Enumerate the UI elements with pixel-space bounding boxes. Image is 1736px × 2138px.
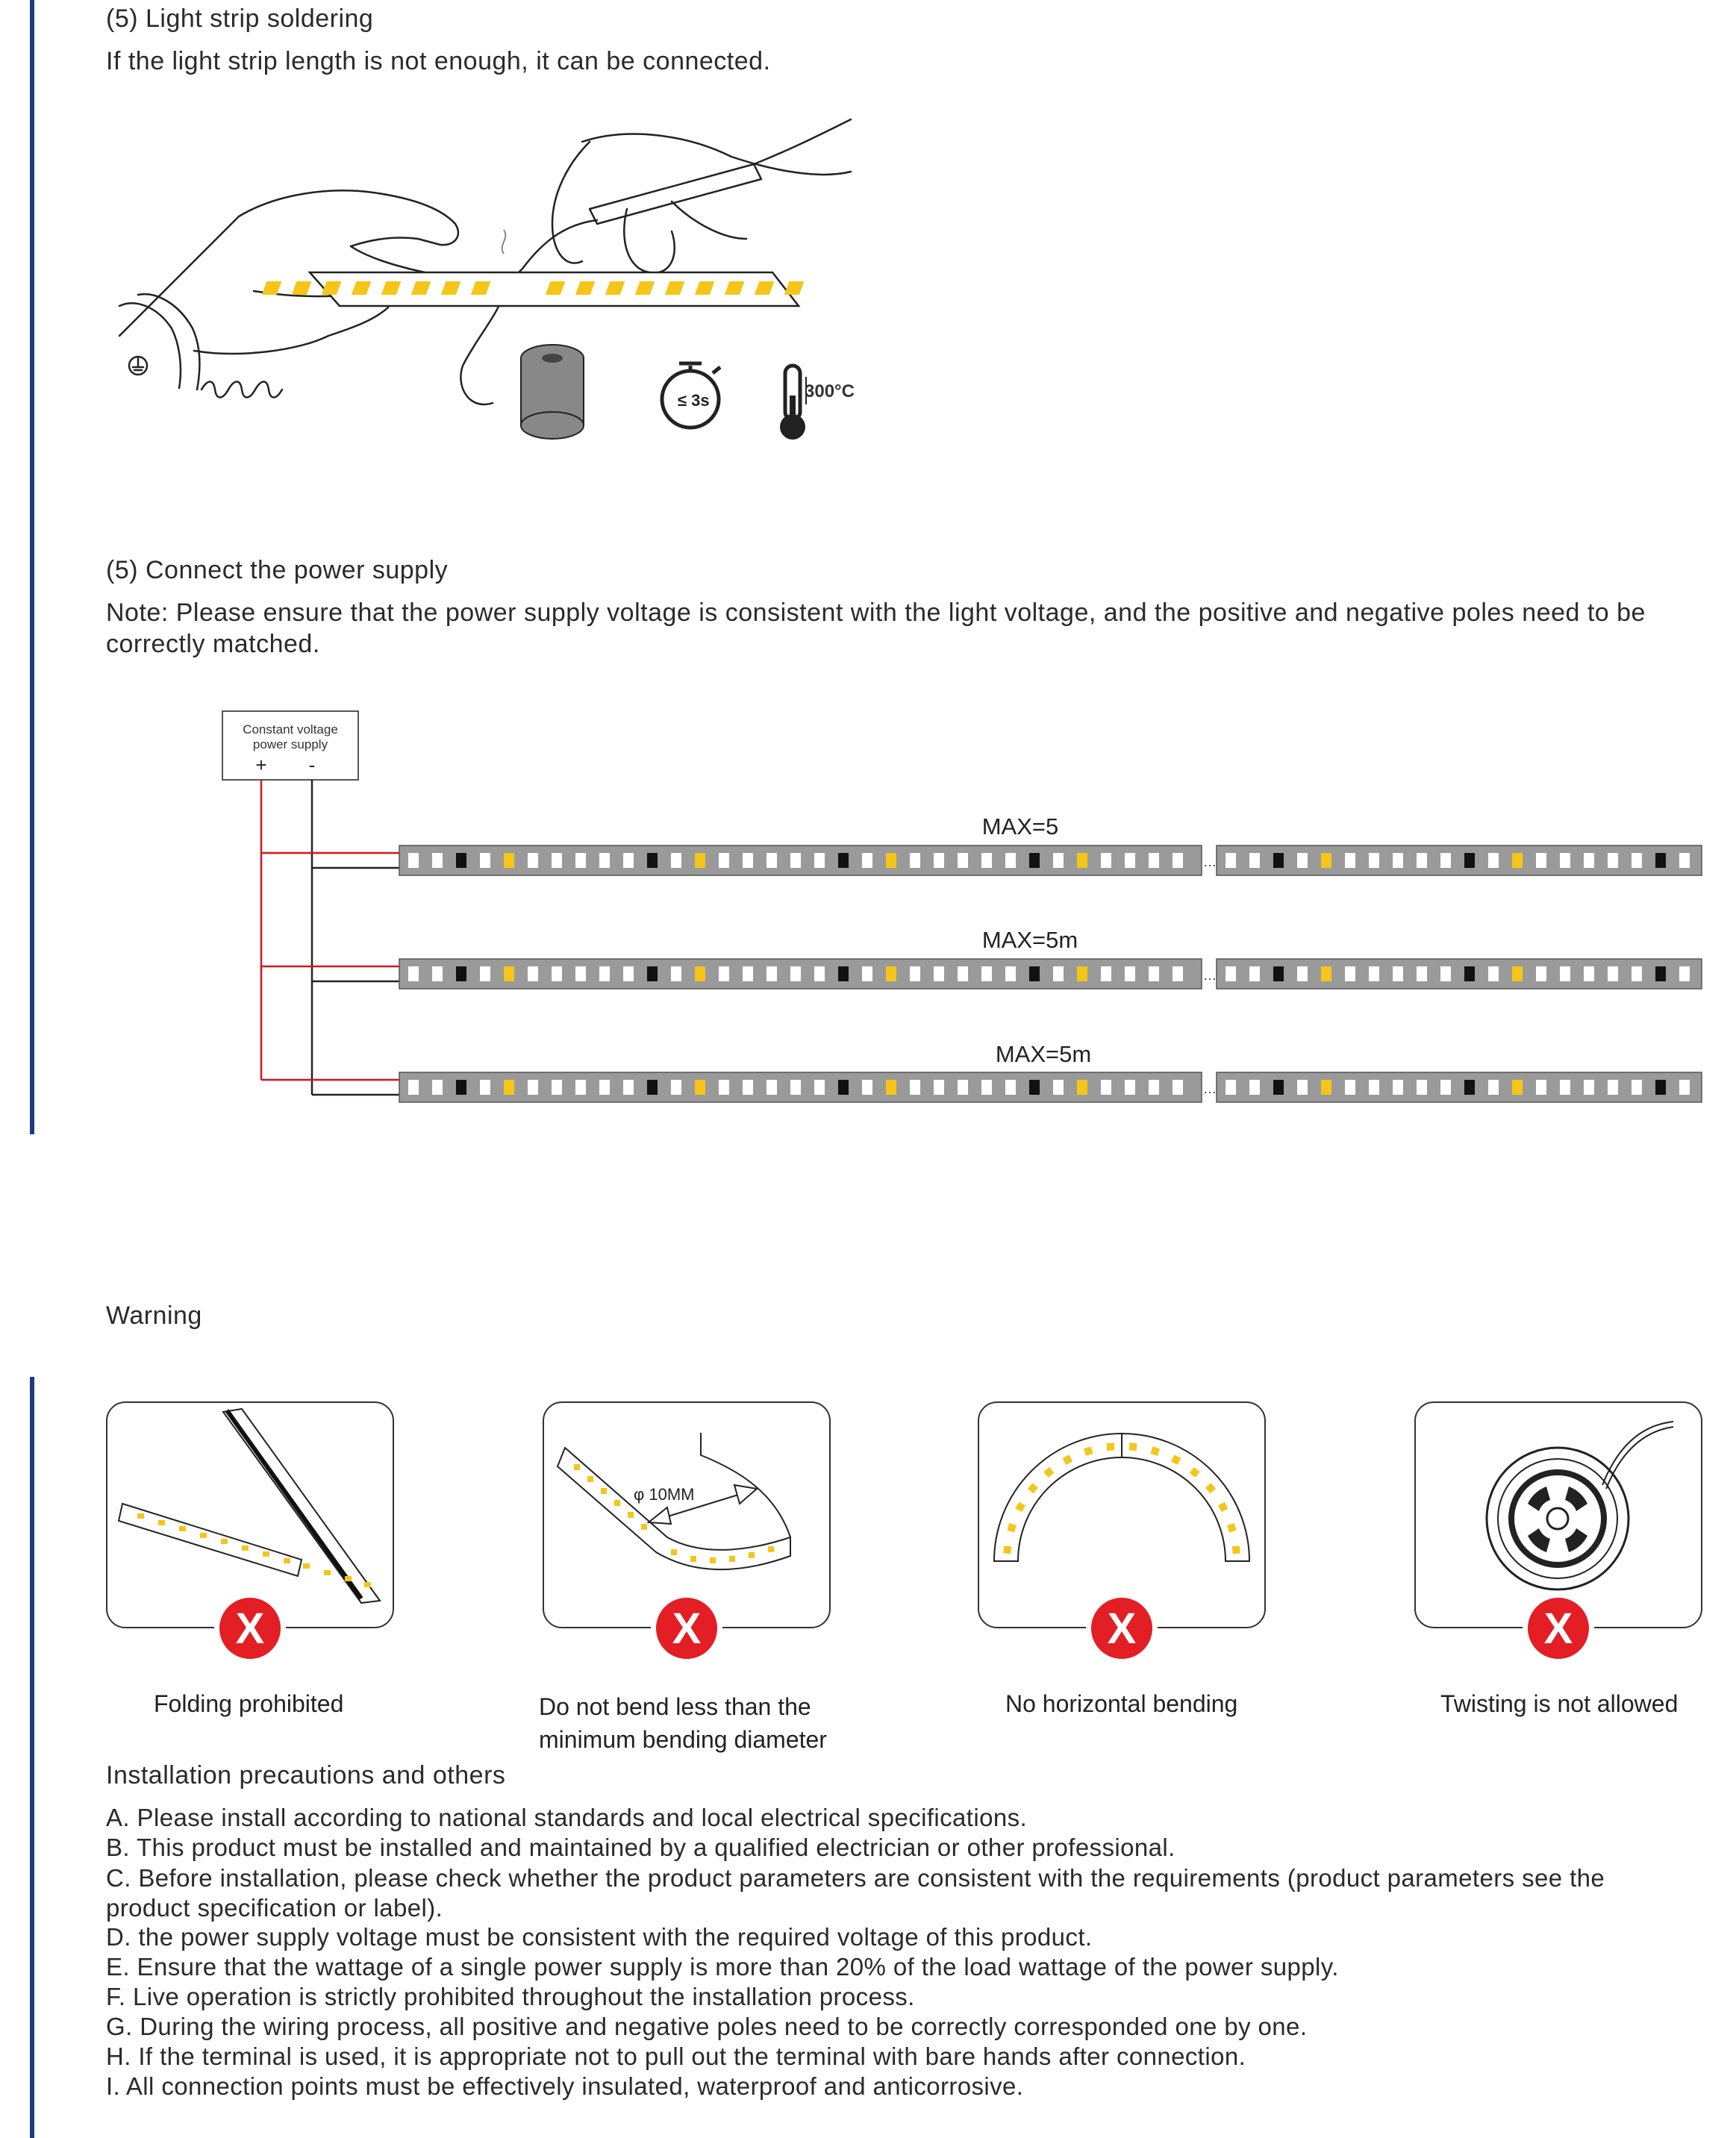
svg-text:…: … bbox=[1203, 854, 1217, 869]
warning-card-twisting bbox=[1414, 1401, 1702, 1628]
precaution-item: H. If the terminal is used, it is approp… bbox=[106, 2042, 1246, 2070]
precaution-item: G. During the wiring process, all positi… bbox=[106, 2013, 1308, 2040]
reel-illustration bbox=[1485, 1421, 1674, 1591]
strip-label-2: MAX=5m bbox=[982, 927, 1078, 953]
strip-label-3: MAX=5m bbox=[996, 1041, 1091, 1067]
arc-led bbox=[1027, 1483, 1038, 1494]
caption-folding: Folding prohibited bbox=[154, 1690, 344, 1717]
soldering-text: If the light strip length is not enough,… bbox=[106, 47, 771, 75]
power-heading: (5) Connect the power supply bbox=[106, 556, 449, 584]
led-strip: … bbox=[399, 958, 1702, 990]
precaution-item: E. Ensure that the wattage of a single p… bbox=[106, 1953, 1339, 1981]
arc-led bbox=[1218, 1501, 1228, 1513]
warning-heading: Warning bbox=[106, 1301, 202, 1330]
psu-label-2: power supply bbox=[253, 737, 328, 751]
precautions-heading: Installation precautions and others bbox=[106, 1761, 506, 1790]
diameter-label: φ 10MM bbox=[634, 1485, 695, 1504]
precaution-item: A. Please install according to national … bbox=[106, 1804, 1028, 1831]
psu-label-1: Constant voltage bbox=[243, 722, 338, 737]
svg-text:…: … bbox=[1203, 1081, 1217, 1096]
precaution-item: I. All connection points must be effecti… bbox=[106, 2072, 1024, 2100]
caption-twisting: Twisting is not allowed bbox=[1440, 1690, 1679, 1717]
arc-led bbox=[1084, 1446, 1093, 1456]
folding-illustration bbox=[117, 1407, 381, 1604]
wiring-diagram: Constant voltage power supply + - … … … MA… bbox=[222, 710, 1702, 1103]
arc-led bbox=[1062, 1454, 1073, 1465]
temperature-label: 300°C bbox=[805, 381, 855, 401]
soldering-heading: (5) Light strip soldering bbox=[106, 4, 374, 33]
svg-text:…: … bbox=[1203, 968, 1217, 983]
accent-bar-top bbox=[30, 0, 34, 1134]
arc-led bbox=[1003, 1545, 1012, 1554]
precaution-item: F. Live operation is strictly prohibited… bbox=[106, 1983, 915, 2010]
warning-card-horizontal-bending bbox=[978, 1401, 1266, 1628]
bend-diameter-illustration: φ 10MM bbox=[556, 1433, 791, 1571]
arc-led bbox=[1043, 1466, 1055, 1478]
arc-led bbox=[1007, 1523, 1017, 1533]
psu-plus: + bbox=[255, 754, 266, 776]
arc-led bbox=[1170, 1454, 1181, 1465]
led-strip: … bbox=[399, 1072, 1702, 1103]
prohibited-x-icon-3: X bbox=[1086, 1592, 1158, 1664]
soldering-illustration: ≤ 3s 300°C bbox=[118, 118, 855, 440]
arc-led bbox=[1015, 1501, 1025, 1513]
prohibited-x-icon-2: X bbox=[651, 1592, 722, 1664]
led-strip: … bbox=[399, 845, 1702, 876]
precaution-item: C. Before installation, please check whe… bbox=[106, 1864, 1605, 1922]
timer-label: ≤ 3s bbox=[678, 391, 710, 410]
arc-led bbox=[1227, 1523, 1237, 1533]
arc-led bbox=[1106, 1442, 1115, 1451]
strip-label-1: MAX=5 bbox=[982, 813, 1059, 840]
horizontal-bending-illustration bbox=[993, 1433, 1251, 1562]
prohibited-x-icon-1: X bbox=[214, 1592, 286, 1664]
warning-card-bend-diameter: φ 10MM bbox=[543, 1401, 831, 1628]
power-note: Note: Please ensure that the power suppl… bbox=[106, 598, 1646, 658]
caption-horizontal-bending: No horizontal bending bbox=[1005, 1690, 1238, 1717]
psu-minus: - bbox=[309, 754, 316, 776]
arc-led bbox=[1189, 1466, 1200, 1478]
arc-led bbox=[1231, 1545, 1240, 1554]
accent-bar-bottom bbox=[30, 1377, 34, 2138]
prohibited-x-icon-4: X bbox=[1523, 1592, 1594, 1664]
precaution-item: B. This product must be installed and ma… bbox=[106, 1834, 1175, 1861]
power-supply-box bbox=[222, 710, 359, 781]
caption-bend-diameter: Do not bend less than the minimum bendin… bbox=[539, 1693, 827, 1753]
precaution-item: D. the power supply voltage must be cons… bbox=[106, 1923, 1093, 1951]
arc-led bbox=[1205, 1483, 1217, 1494]
arc-led bbox=[1128, 1442, 1137, 1451]
arc-led bbox=[1150, 1446, 1160, 1456]
warning-card-folding bbox=[106, 1401, 394, 1628]
